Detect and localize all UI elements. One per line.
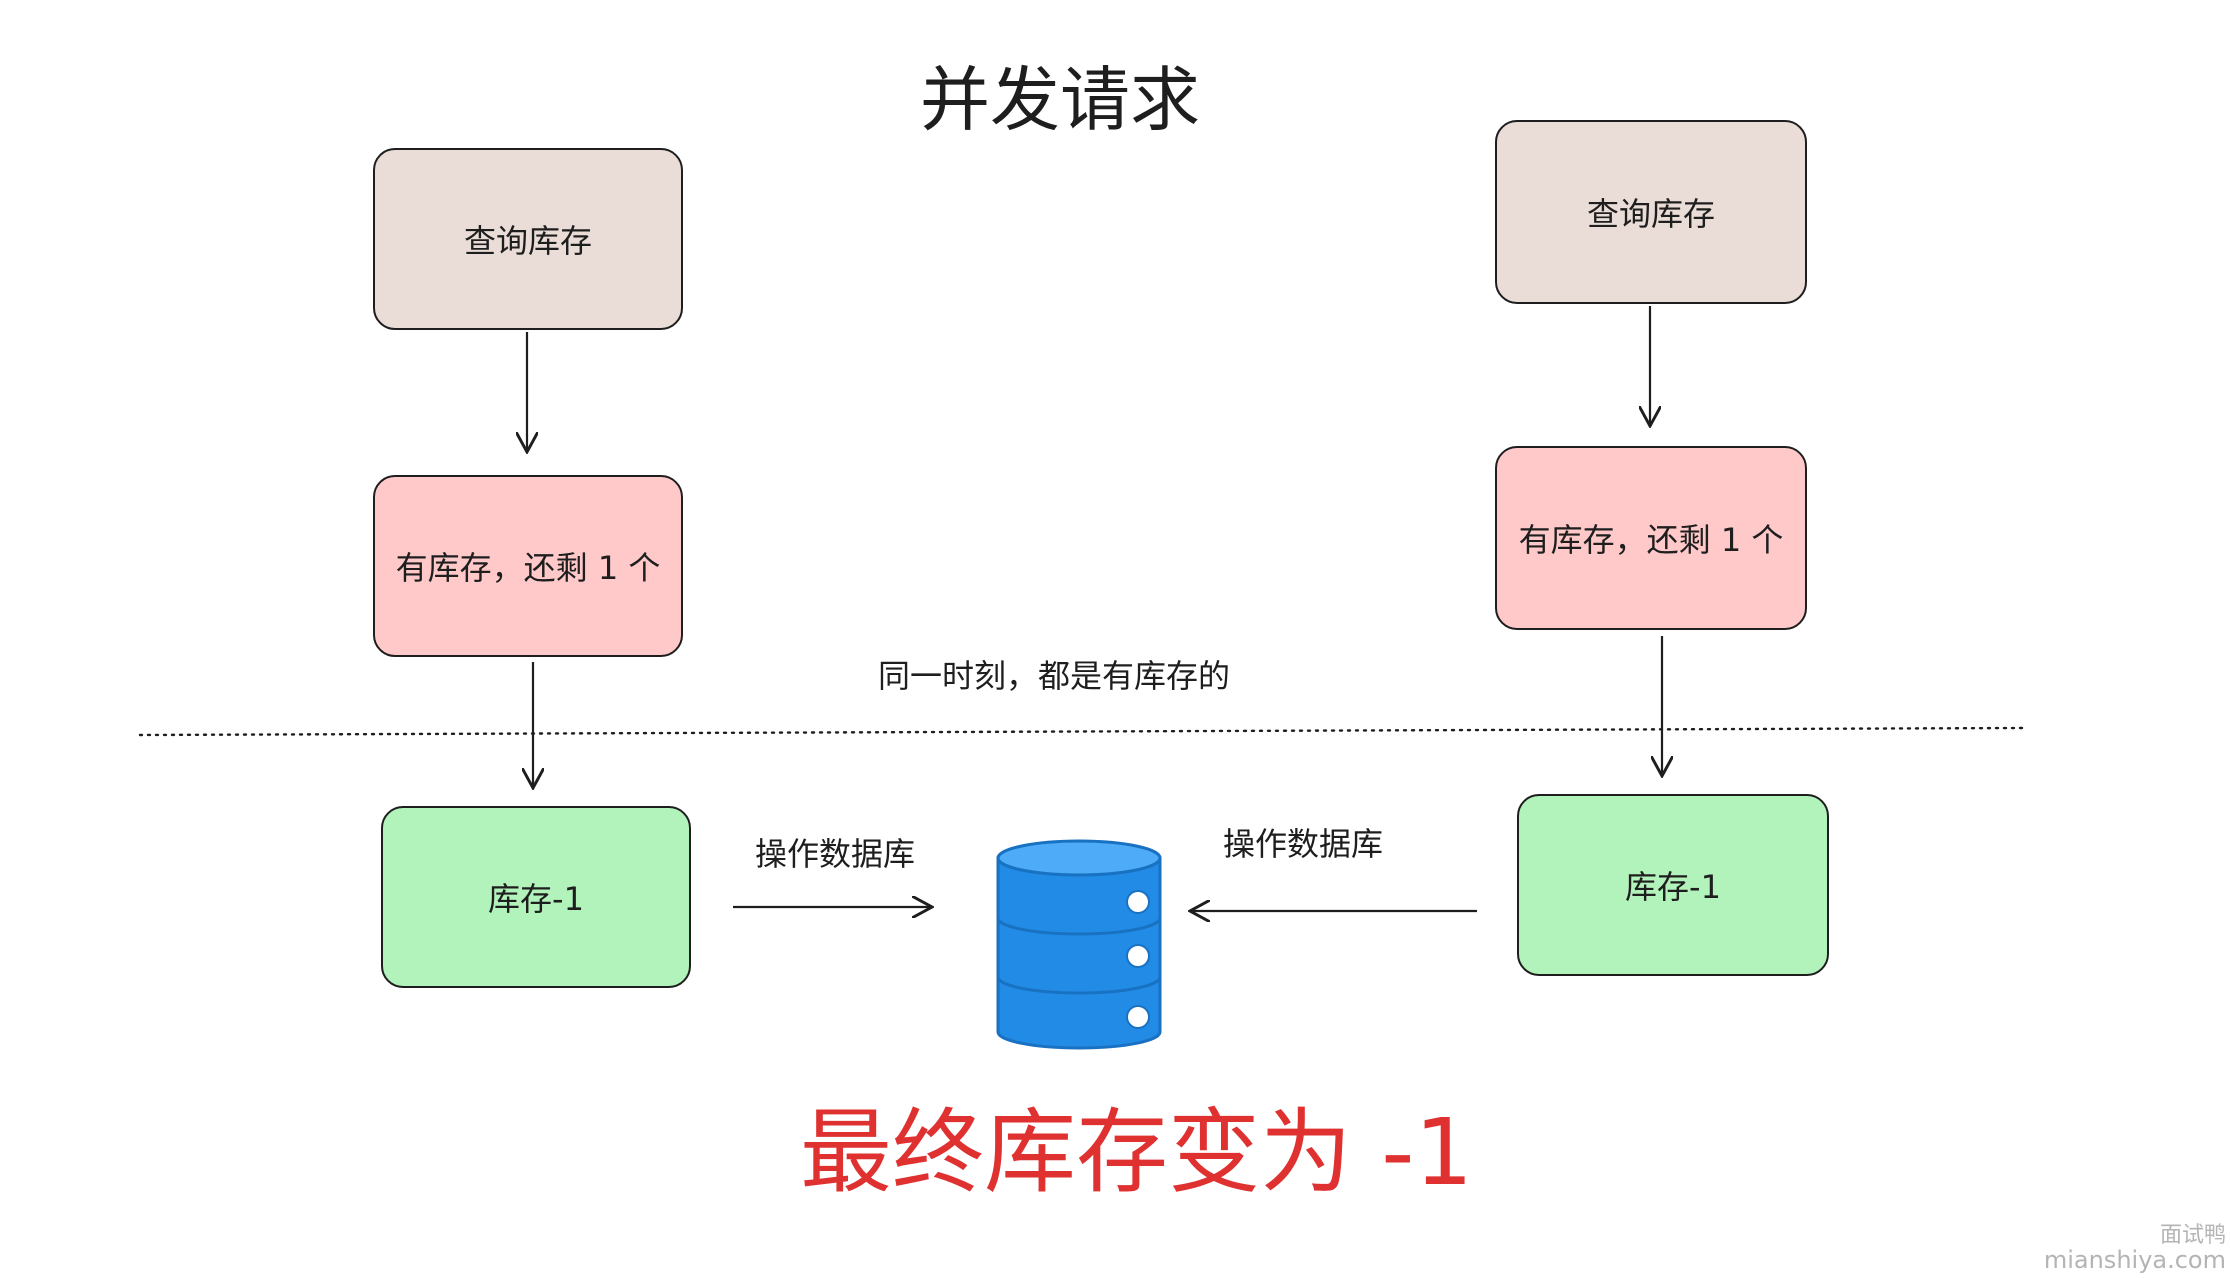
right-stock-label: 有库存，还剩 1 个 (1518, 521, 1784, 559)
diagram-title: 并发请求 (920, 59, 1200, 141)
right-query-label: 查询库存 (1586, 195, 1715, 233)
left-stock-label: 有库存，还剩 1 个 (395, 549, 661, 587)
left-stock-box: 有库存，还剩 1 个 (373, 475, 683, 657)
result-text: 最终库存变为 -1 (800, 1099, 1473, 1206)
left-decrement-box: 库存-1 (381, 806, 691, 988)
right-query-box: 查询库存 (1495, 120, 1807, 304)
right-db-op-label: 操作数据库 (1223, 825, 1384, 863)
right-decrement-label: 库存-1 (1625, 868, 1721, 906)
right-decrement-box: 库存-1 (1517, 794, 1829, 976)
right-stock-box: 有库存，还剩 1 个 (1495, 446, 1807, 630)
left-db-op-label: 操作数据库 (755, 835, 916, 873)
database-icon (996, 839, 1162, 1050)
time-divider (138, 726, 2024, 737)
left-query-box: 查询库存 (373, 148, 683, 330)
left-decrement-label: 库存-1 (488, 880, 584, 918)
concurrency-note: 同一时刻，都是有库存的 (878, 657, 1231, 695)
watermark-url: mianshiya.com (2043, 1246, 2226, 1274)
left-query-label: 查询库存 (463, 222, 592, 260)
watermark-brand: 面试鸭 (2159, 1223, 2226, 1248)
